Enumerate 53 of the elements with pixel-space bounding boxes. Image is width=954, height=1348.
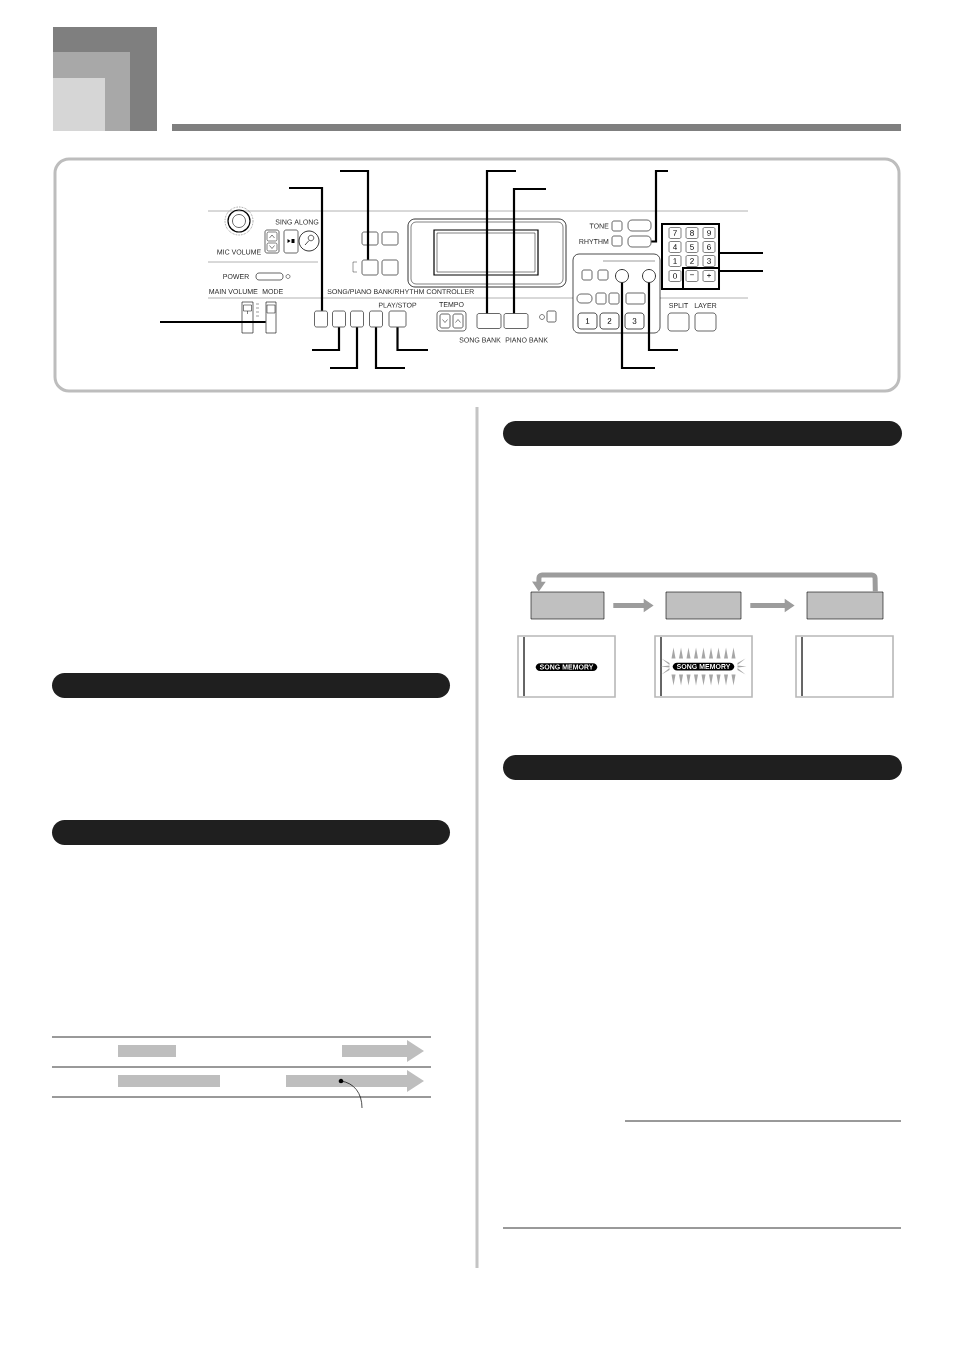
- number-key: 9: [702, 227, 716, 239]
- display-frame: [795, 635, 894, 698]
- panel-button: [332, 310, 346, 328]
- leader-line: [720, 251, 763, 255]
- panel-button: [350, 310, 364, 328]
- slider: [265, 301, 277, 334]
- number-key: 4: [668, 241, 682, 253]
- display-frame: [654, 635, 753, 698]
- number-key: −: [685, 270, 699, 282]
- number-key: 8: [685, 227, 699, 239]
- knob: [615, 269, 629, 283]
- leader-line: [160, 320, 266, 324]
- number-key: 0: [668, 270, 682, 282]
- number-key: 6: [702, 241, 716, 253]
- step-box: [665, 591, 742, 620]
- leader-line: [330, 327, 359, 370]
- panel-button: [361, 259, 379, 276]
- step-button: 1: [577, 312, 598, 330]
- number-key: +: [702, 270, 716, 282]
- panel-button: [476, 313, 502, 329]
- key-group-frame: [682, 267, 720, 290]
- number-key: 3: [702, 255, 716, 267]
- number-key: 2: [685, 255, 699, 267]
- leader-line: [512, 187, 546, 314]
- panel-button: [369, 310, 383, 328]
- heading-bar: [52, 673, 450, 698]
- leader-line: [647, 282, 678, 352]
- number-key: 7: [668, 227, 682, 239]
- leader-line: [620, 282, 655, 370]
- leader-line: [485, 169, 516, 314]
- display-frame: [517, 635, 616, 698]
- leader-line: [312, 327, 341, 352]
- panel-button: [388, 310, 407, 328]
- leader-line: [651, 169, 668, 243]
- step-button: 2: [599, 312, 620, 330]
- panel-button: [503, 313, 529, 329]
- keypad-frame: [661, 223, 720, 290]
- leader-line: [374, 327, 405, 370]
- number-key: 1: [668, 255, 682, 267]
- leader-line: [720, 269, 763, 273]
- number-key: 5: [685, 241, 699, 253]
- heading-bar: [52, 820, 450, 845]
- leader-line: [289, 186, 324, 311]
- step-box: [530, 591, 605, 620]
- heading-bar: [503, 421, 902, 446]
- step-box: [806, 591, 884, 620]
- step-button: 3: [624, 312, 645, 330]
- leader-line: [396, 327, 428, 352]
- knob: [642, 269, 656, 283]
- heading-bar: [503, 755, 902, 780]
- panel-button: [627, 235, 652, 248]
- panel-button: [314, 310, 328, 328]
- leader-line: [340, 169, 370, 260]
